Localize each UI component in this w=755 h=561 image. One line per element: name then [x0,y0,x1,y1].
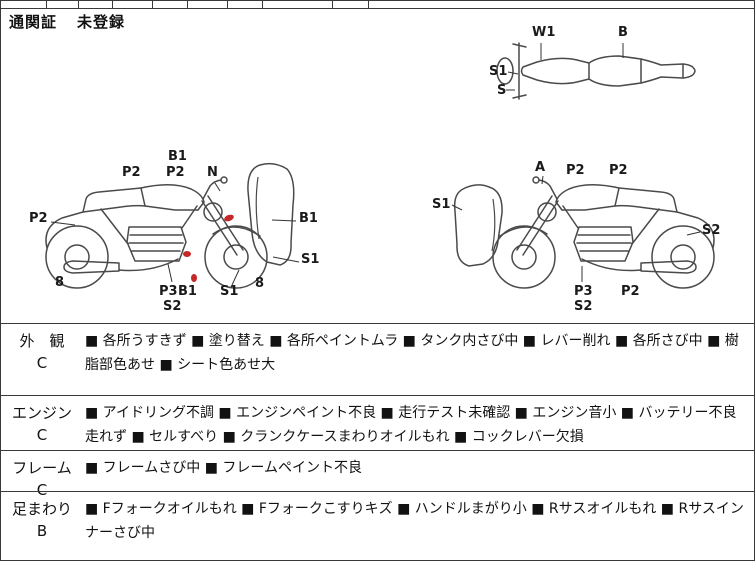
column-divider-tick [262,1,263,8]
diagram-label-s2: S2 [702,223,721,238]
row-divider [1,395,754,396]
category-label: 足まわり [11,500,72,518]
category-cell: エンジン C [1,396,83,449]
motorcycle-diagram [45,42,715,289]
diagram-label-p2: P2 [122,165,141,180]
diagram-label-p2: P2 [609,163,628,178]
category-cell: 足まわり B [1,492,83,560]
inspection-row-exterior: 外 観 C ■ 各所うすきず ■ 塗り替え ■ 各所ペイントムラ ■ タンク内さ… [1,324,754,395]
category-label: 外 観 [19,332,65,350]
diagram-label-p2: P2 [166,165,185,180]
column-divider-tick [46,1,47,8]
diagram-label-p3: P3 [574,284,593,299]
inspection-row-engine: エンジン C ■ アイドリング不調 ■ エンジンペイント不良 ■ 走行テスト未確… [1,396,754,449]
column-divider-tick [187,1,188,8]
seat-cowl-left [247,162,295,266]
category-cell: 外 観 C [1,324,83,395]
grade-value: C [36,426,48,444]
diagram-label-s1: S1 [432,197,451,212]
diagram-label-b1: B1 [168,149,187,164]
diagram-label-8: 8 [255,276,265,291]
column-divider-tick [112,1,113,8]
seat-cowl-left-seam [255,176,260,240]
inspection-row-frame: フレーム C ■ フレームさび中 ■ フレームペイント不良 [1,451,754,499]
diagram-label-n: N [207,165,218,180]
motorcycle-right-view [492,176,715,289]
customs-row: 通関証 未登録 [9,11,125,32]
customs-status-value: 未登録 [77,13,126,31]
column-divider-tick [332,1,333,8]
column-divider-tick [152,1,153,8]
grade-value: B [36,522,48,540]
inspection-notes: ■ 各所うすきず ■ 塗り替え ■ 各所ペイントムラ ■ タンク内さび中 ■ レ… [85,333,739,373]
column-divider-tick [368,1,369,8]
diagram-label-w1: W1 [532,25,556,40]
diagram-label-s: S [497,83,507,98]
inspection-notes: ■ フレームさび中 ■ フレームペイント不良 [85,460,362,476]
top-row-divider [1,8,754,9]
diagram-label-a: A [535,160,546,175]
diagram-label-s1: S1 [489,64,508,79]
label-leader-lines [50,43,701,286]
diagram-label-b: B [618,25,628,40]
column-divider-tick [227,1,228,8]
diagram-label-p3: P3 [159,284,178,299]
damage-marks [183,214,234,282]
grade-value: C [36,481,48,499]
diagram-label-p2: P2 [621,284,640,299]
diagram-label-b1: B1 [178,284,197,299]
diagram-label-8: 8 [55,275,65,290]
inspection-notes: ■ Fフォークオイルもれ ■ Fフォークこすりキズ ■ ハンドルまがり小 ■ R… [85,501,744,541]
seat-cowl-right [453,184,503,267]
seat-cowl-right-seam [491,198,496,252]
grade-value: C [36,354,48,372]
motorcycle-left-view [45,176,268,289]
customs-label: 通関証 [9,13,58,31]
diagram-label-s2: S2 [163,299,182,314]
row-divider [1,450,754,451]
row-divider [1,491,754,492]
row-divider [1,323,754,324]
diagram-label-s1: S1 [220,284,239,299]
diagram-label-s2: S2 [574,299,593,314]
inspection-notes: ■ アイドリング不調 ■ エンジンペイント不良 ■ 走行テスト未確認 ■ エンジ… [85,405,737,445]
category-cell: フレーム C [1,451,83,499]
diagram-label-s1: S1 [301,252,320,267]
inspection-row-undercarriage: 足まわり B ■ Fフォークオイルもれ ■ Fフォークこすりキズ ■ ハンドルま… [1,492,754,560]
diagram-label-p2: P2 [566,163,585,178]
column-divider-tick [78,1,79,8]
category-label: エンジン [11,404,72,422]
category-label: フレーム [12,459,72,477]
diagram-label-b1: B1 [299,211,318,226]
diagram-label-p2: P2 [29,211,48,226]
motorcycle-top-view [496,42,696,100]
